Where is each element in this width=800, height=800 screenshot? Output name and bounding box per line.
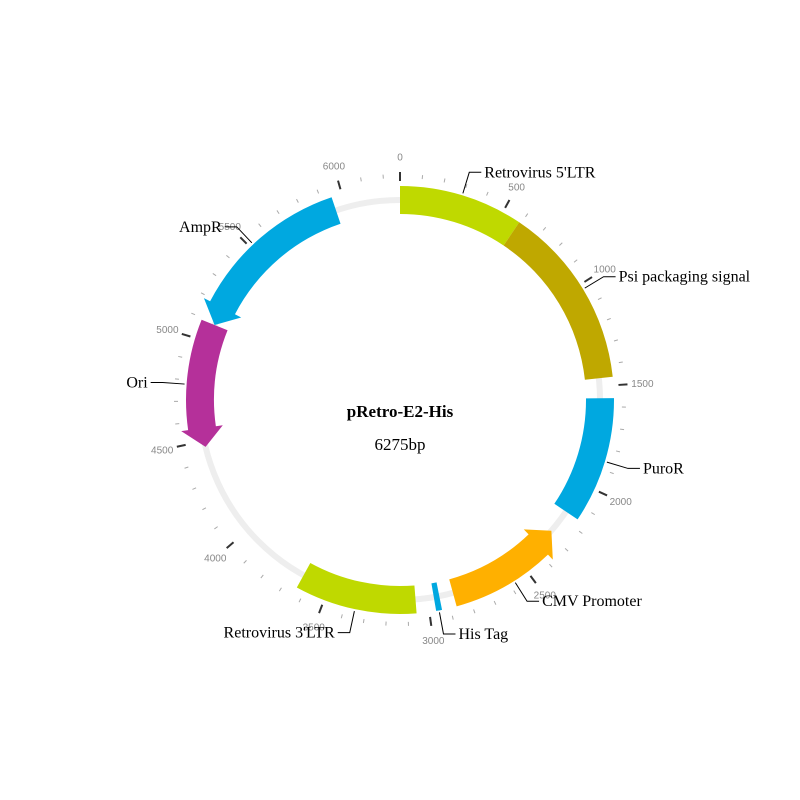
feature-arc-retrovirus-5-ltr (400, 186, 520, 246)
minor-tick (486, 191, 489, 196)
tick-label: 3500 (303, 623, 326, 634)
leader-line (438, 612, 456, 635)
minor-tick (192, 487, 197, 490)
tick-label: 500 (508, 182, 525, 193)
major-tick (239, 236, 248, 245)
tick-label: 3000 (422, 636, 445, 647)
minor-tick (606, 317, 611, 321)
major-tick (181, 332, 191, 338)
major-tick (176, 443, 186, 448)
minor-tick (226, 254, 230, 259)
feature-label: CMV Promoter (542, 593, 642, 610)
feature-arc-his-tag (431, 582, 443, 611)
minor-tick (549, 563, 553, 568)
feature-arc-retrovirus-3-ltr (296, 562, 417, 614)
minor-tick (191, 312, 196, 316)
feature-label: Retrovirus 5'LTR (484, 164, 596, 181)
tick-label: 4000 (204, 553, 227, 564)
tick-label: 6000 (323, 162, 346, 173)
major-tick (618, 383, 628, 386)
tick-label: 0 (397, 153, 403, 164)
minor-tick (178, 355, 183, 358)
tick-label: 2500 (534, 591, 557, 602)
minor-tick (620, 428, 625, 431)
minor-tick (597, 297, 602, 301)
feature-label: Ori (126, 374, 148, 391)
leader-line (514, 582, 540, 602)
minor-tick (202, 507, 207, 511)
minor-tick (564, 548, 569, 552)
tick-label: 5000 (156, 325, 179, 336)
minor-tick (362, 618, 365, 624)
minor-tick (214, 526, 218, 530)
feature-arc-ori (181, 319, 228, 447)
feature-label: His Tag (458, 626, 508, 643)
feature-label: PuroR (643, 460, 684, 477)
feature-arcs (181, 186, 614, 614)
major-tick (529, 575, 537, 584)
minor-tick (443, 178, 446, 183)
feature-label: AmpR (179, 219, 222, 236)
major-tick (598, 490, 608, 497)
feature-label: Retrovirus 3'LTR (224, 625, 336, 642)
leader-line (150, 381, 185, 385)
minor-tick (243, 560, 247, 564)
major-tick (504, 199, 511, 209)
minor-tick (184, 466, 189, 469)
feature-label: Psi packaging signal (619, 269, 751, 286)
leader-line (224, 226, 253, 244)
minor-tick (296, 198, 299, 203)
tick-label: 1000 (594, 264, 617, 275)
leader-line (337, 611, 355, 634)
leader-line (606, 461, 640, 469)
minor-tick (542, 226, 547, 231)
minor-tick (340, 614, 343, 619)
leader-line (584, 276, 616, 289)
minor-tick (615, 450, 621, 453)
minor-tick (591, 512, 596, 516)
minor-tick (559, 242, 563, 246)
minor-tick (473, 609, 476, 614)
major-tick (318, 604, 324, 614)
leader-line (462, 171, 482, 194)
tick-marks: 0 500 1000 1500 2000 2500 3000 3500 4000 4500 5000… (151, 153, 654, 648)
minor-tick (298, 598, 302, 603)
tick-label: 5500 (219, 222, 242, 233)
major-tick (429, 616, 433, 626)
minor-tick (618, 361, 623, 364)
minor-tick (578, 530, 583, 534)
plasmid-size: 6275bp (375, 435, 426, 454)
feature-arc-puror (554, 398, 614, 520)
major-tick (337, 180, 342, 190)
minor-tick (465, 183, 468, 189)
minor-tick (260, 574, 264, 579)
minor-tick (613, 339, 618, 342)
feature-labels: Retrovirus 5'LTR Psi packaging signalPuro… (126, 164, 750, 643)
tick-label: 4500 (151, 445, 174, 456)
tick-label: 1500 (631, 379, 654, 390)
minor-tick (493, 600, 497, 605)
minor-tick (316, 189, 320, 194)
major-tick (583, 276, 593, 283)
minor-tick (609, 471, 614, 475)
minor-tick (513, 590, 517, 595)
minor-tick (360, 177, 362, 182)
minor-tick (276, 210, 280, 215)
feature-arc-cmv-promoter (449, 529, 553, 607)
minor-tick (200, 292, 205, 296)
minor-tick (278, 587, 282, 592)
minor-tick (212, 272, 217, 277)
major-tick (226, 541, 235, 549)
minor-tick (525, 213, 529, 218)
minor-tick (573, 259, 578, 263)
tick-label: 2000 (610, 497, 633, 508)
feature-arc-ampr (203, 197, 341, 326)
minor-tick (258, 223, 262, 228)
minor-tick (451, 615, 454, 620)
plasmid-name: pRetro-E2-His (347, 402, 454, 421)
feature-arc-psi-packaging-signal (503, 222, 613, 380)
